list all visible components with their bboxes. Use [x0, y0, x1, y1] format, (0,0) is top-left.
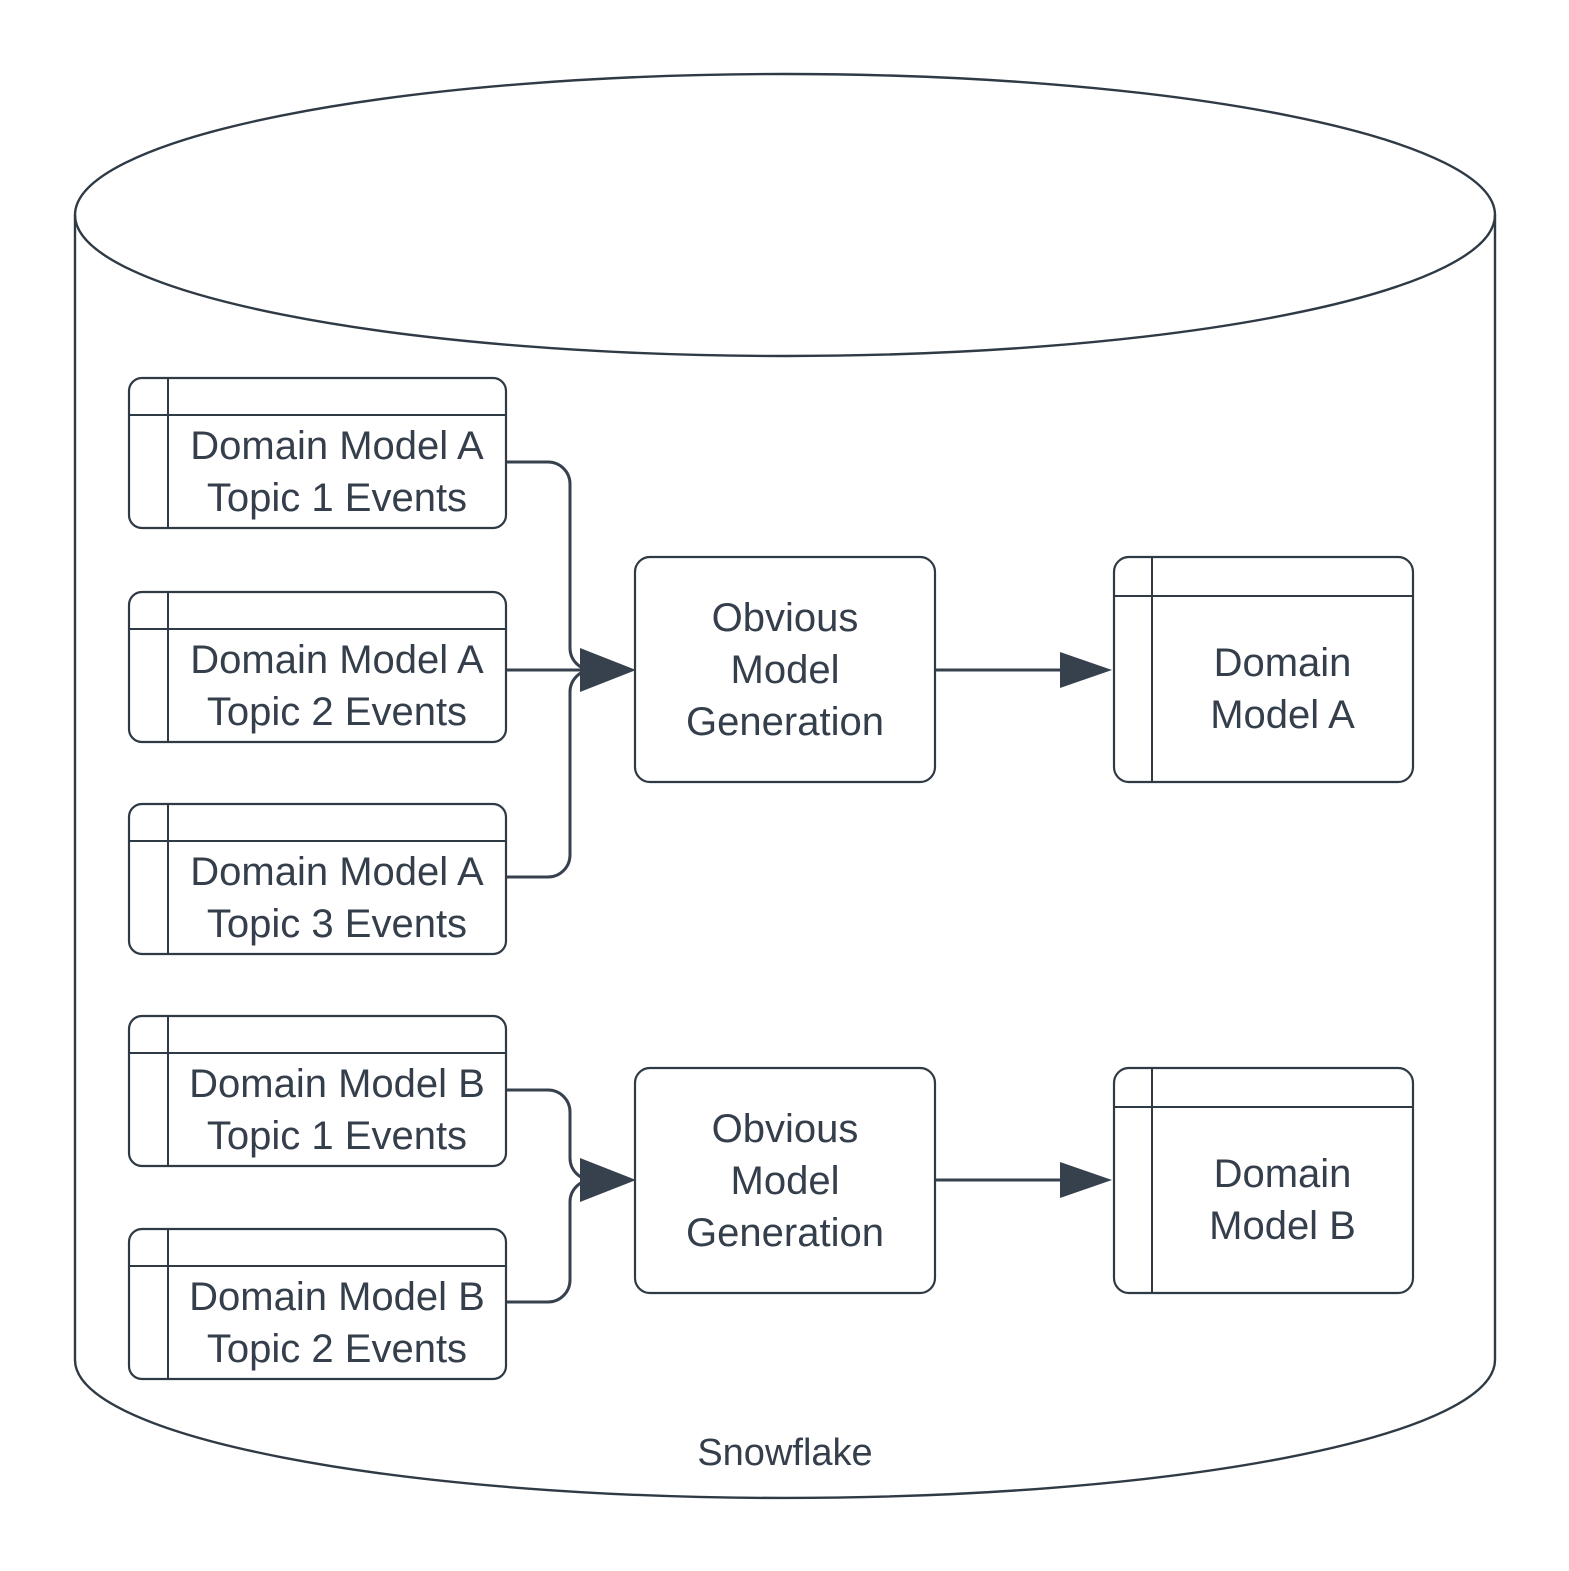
node-process-b[interactable]	[633, 1066, 937, 1295]
node-b-topic-1[interactable]	[127, 1014, 508, 1168]
arrow-head-into-output-b	[1060, 1162, 1112, 1198]
arrow-head-into-output-a	[1060, 652, 1112, 688]
edges-group-b	[506, 1088, 1112, 1304]
edges-group-a	[506, 460, 1112, 879]
arrow-head-into-process-a	[580, 648, 636, 692]
a-topic-2-frame	[127, 590, 508, 744]
output-b-frame	[1112, 1066, 1415, 1295]
node-a-topic-1[interactable]	[127, 376, 508, 530]
a-topic-1-frame	[127, 376, 508, 530]
process-b-frame	[633, 1066, 937, 1295]
cylinder-top-ellipse	[73, 72, 1497, 358]
cylinder-bottom-arc	[73, 1359, 1497, 1500]
process-a-frame	[633, 555, 937, 784]
b-topic-1-frame	[127, 1014, 508, 1168]
node-output-a[interactable]	[1112, 555, 1415, 784]
b-topic-2-frame	[127, 1227, 508, 1381]
node-a-topic-3[interactable]	[127, 802, 508, 956]
node-output-b[interactable]	[1112, 1066, 1415, 1295]
node-a-topic-2[interactable]	[127, 590, 508, 744]
arrow-head-into-process-b	[580, 1158, 636, 1202]
a-topic-3-frame	[127, 802, 508, 956]
node-b-topic-2[interactable]	[127, 1227, 508, 1381]
cylinder-caption: Snowflake	[697, 1432, 873, 1474]
node-process-a[interactable]	[633, 555, 937, 784]
output-a-frame	[1112, 555, 1415, 784]
